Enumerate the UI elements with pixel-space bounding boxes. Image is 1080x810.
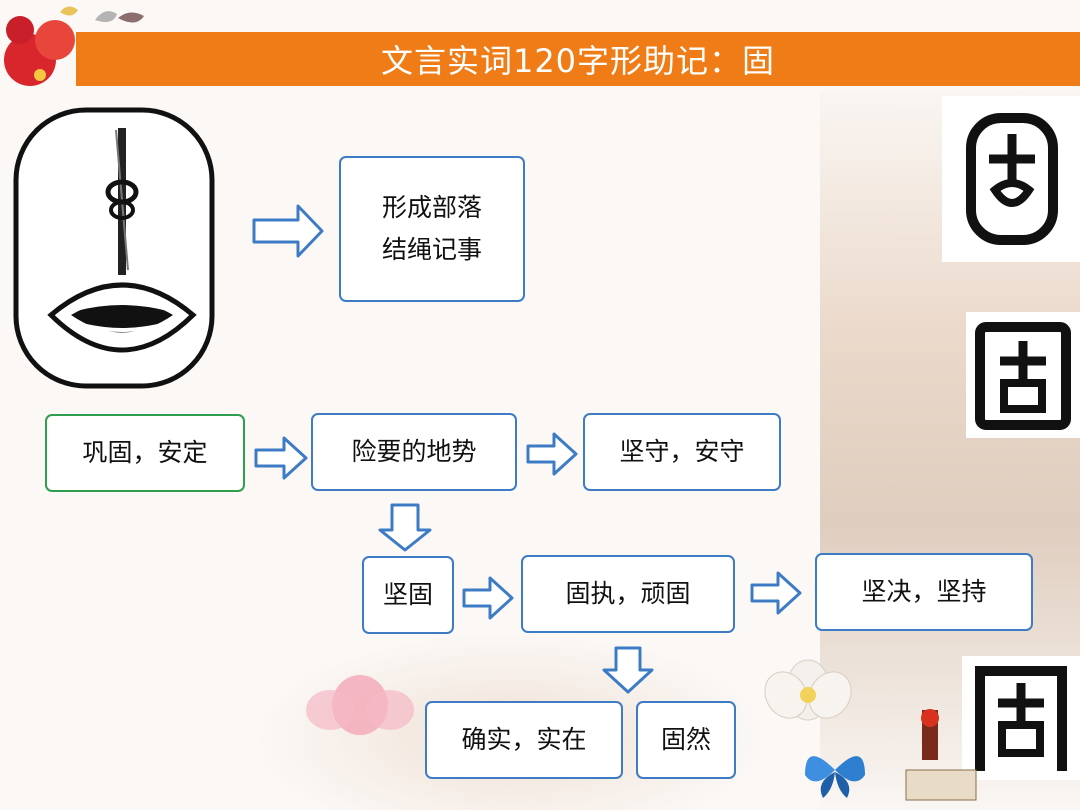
arrow-right-origin — [252, 204, 324, 258]
node-guzhi-label: 固执，顽固 — [565, 578, 691, 608]
arrow-right-1 — [254, 436, 308, 480]
node-queshi: 确实，实在 — [425, 701, 623, 779]
arrow-right-4 — [750, 571, 802, 615]
pictograph-image — [6, 100, 224, 390]
node-guran-label: 固然 — [660, 724, 711, 754]
node-xianyao-label: 险要的地势 — [351, 436, 477, 466]
butterfly-icon — [805, 756, 865, 798]
node-jiangu: 坚固 — [362, 556, 454, 634]
node-jianjue: 坚决，坚持 — [815, 553, 1033, 631]
node-jianshou: 坚守，安守 — [583, 413, 781, 491]
seal-glyph-variant-1 — [942, 96, 1080, 262]
arrow-right-2 — [526, 432, 578, 476]
origin-note-line2: 结绳记事 — [381, 235, 482, 264]
seal-glyph-variant-2 — [966, 312, 1080, 438]
arrow-right-3 — [462, 576, 514, 620]
node-gonggu: 巩固，安定 — [45, 414, 245, 492]
node-jianshou-label: 坚守，安守 — [619, 436, 745, 466]
node-xianyao: 险要的地势 — [311, 413, 517, 491]
books-and-seal-decoration — [905, 709, 977, 801]
arrow-down-1 — [378, 503, 432, 552]
flower-butterfly-decoration — [4, 6, 144, 86]
origin-note-line1: 形成部落 — [381, 192, 482, 222]
title-bar: 文言实词120字形助记：固 — [76, 32, 1080, 86]
node-jianjue-label: 坚决，坚持 — [861, 576, 987, 606]
seal-glyph-variant-3 — [962, 656, 1080, 780]
page-title: 文言实词120字形助记：固 — [380, 42, 776, 80]
lotus-flower-decoration — [764, 659, 852, 721]
arrow-down-2 — [602, 646, 654, 694]
node-guran: 固然 — [636, 701, 736, 779]
node-guzhi: 固执，顽固 — [521, 555, 735, 633]
node-queshi-label: 确实，实在 — [461, 724, 587, 754]
node-jiangu-label: 坚固 — [382, 579, 433, 609]
pink-lotus-decoration — [306, 675, 414, 735]
origin-note-box: 形成部落 结绳记事 — [339, 156, 525, 302]
node-gonggu-label: 巩固，安定 — [82, 437, 208, 467]
